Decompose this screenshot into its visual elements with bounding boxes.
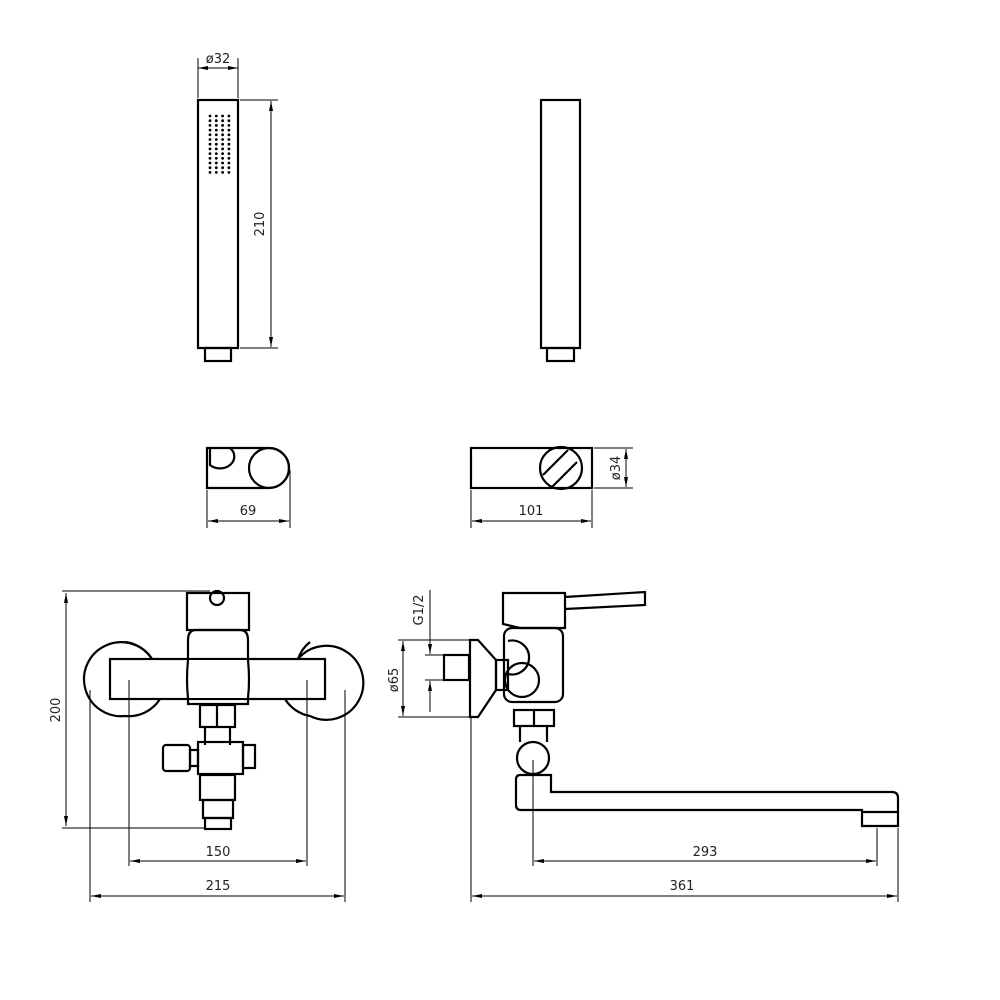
faucet-front-view: 200 150 215 bbox=[49, 589, 365, 902]
spray-hole bbox=[227, 152, 231, 156]
spray-hole bbox=[227, 147, 231, 151]
faucet-side-view: G1/2 ø65 293 361 bbox=[387, 590, 900, 902]
spray-hole bbox=[221, 161, 225, 165]
spray-hole bbox=[208, 128, 212, 132]
spray-hole bbox=[214, 124, 218, 127]
spray-hole bbox=[208, 156, 212, 160]
spray-hole bbox=[208, 166, 212, 170]
spray-hole bbox=[214, 114, 218, 118]
spray-hole bbox=[221, 156, 225, 160]
spray-hole bbox=[221, 152, 225, 156]
spray-hole bbox=[227, 114, 231, 118]
spray-hole bbox=[208, 147, 212, 151]
spray-hole bbox=[221, 133, 225, 137]
spray-hole bbox=[227, 138, 231, 141]
spray-hole bbox=[208, 171, 212, 174]
spray-hole bbox=[221, 114, 225, 118]
spray-hole bbox=[214, 133, 218, 137]
spray-hole bbox=[208, 161, 212, 165]
dim-overall-width: 215 bbox=[206, 879, 231, 894]
dim-center-distance: 150 bbox=[206, 845, 231, 860]
dim-faucet-height: 200 bbox=[49, 698, 64, 723]
spray-hole bbox=[221, 142, 225, 146]
dim-thread: G1/2 bbox=[412, 595, 427, 626]
spray-hole bbox=[227, 128, 231, 132]
spray-hole bbox=[208, 142, 212, 146]
dim-holder-diameter: ø34 bbox=[609, 456, 624, 481]
spray-hole bbox=[227, 166, 231, 170]
spray-hole bbox=[208, 152, 212, 156]
spray-hole bbox=[221, 171, 225, 174]
spray-hole bbox=[221, 138, 225, 141]
spray-hole bbox=[221, 124, 225, 127]
holder-top-view: 69 bbox=[205, 446, 291, 528]
dim-handshower-length: 210 bbox=[253, 212, 268, 237]
dim-holder-width: 69 bbox=[240, 504, 257, 519]
spray-hole bbox=[214, 128, 218, 132]
spray-holes bbox=[208, 114, 231, 174]
handshower-side-view bbox=[539, 98, 582, 363]
spray-hole bbox=[227, 133, 231, 137]
spray-hole bbox=[208, 133, 212, 137]
dim-flange-diameter: ø65 bbox=[387, 668, 402, 693]
dim-overall-length: 361 bbox=[670, 879, 695, 894]
spray-hole bbox=[208, 124, 212, 127]
dim-handshower-diameter: ø32 bbox=[206, 52, 231, 67]
spray-hole bbox=[214, 166, 218, 170]
spray-hole bbox=[227, 171, 231, 174]
spray-hole bbox=[221, 119, 225, 123]
spray-hole bbox=[208, 114, 212, 118]
spray-hole bbox=[227, 161, 231, 165]
spray-hole bbox=[214, 171, 218, 174]
spray-hole bbox=[214, 147, 218, 151]
spray-hole bbox=[214, 156, 218, 160]
spray-hole bbox=[221, 166, 225, 170]
spray-hole bbox=[214, 161, 218, 165]
spray-hole bbox=[214, 119, 218, 123]
spray-hole bbox=[221, 147, 225, 151]
dim-holder-length: 101 bbox=[519, 504, 544, 519]
spray-hole bbox=[221, 128, 225, 132]
holder-side-view: 101 ø34 bbox=[469, 445, 633, 528]
spray-hole bbox=[227, 156, 231, 160]
spray-hole bbox=[208, 138, 212, 141]
spray-hole bbox=[214, 142, 218, 146]
spray-hole bbox=[227, 124, 231, 127]
spray-hole bbox=[227, 119, 231, 123]
spray-hole bbox=[214, 152, 218, 156]
handshower-front-view: ø32 210 bbox=[196, 52, 278, 363]
spray-hole bbox=[208, 119, 212, 123]
spray-hole bbox=[227, 142, 231, 146]
spray-hole bbox=[214, 138, 218, 141]
dim-spout-reach: 293 bbox=[693, 845, 718, 860]
